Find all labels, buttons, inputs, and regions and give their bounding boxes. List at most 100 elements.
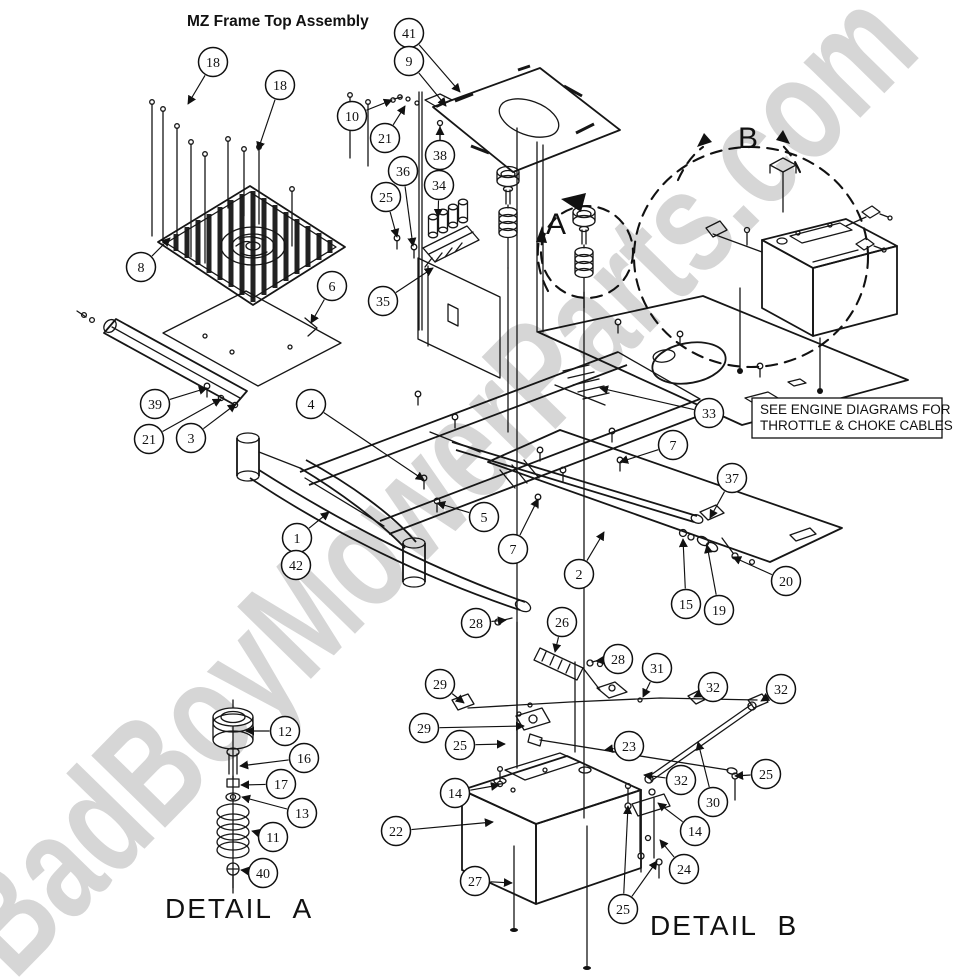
svg-text:30: 30 — [706, 796, 720, 811]
callout-14: 14 — [439, 777, 500, 809]
view-a-circle — [536, 193, 635, 300]
svg-text:21: 21 — [142, 433, 156, 448]
svg-text:14: 14 — [688, 825, 702, 840]
svg-text:32: 32 — [706, 681, 720, 696]
callout-4: 4 — [295, 388, 425, 481]
callout-22: 22 — [380, 815, 494, 847]
callout-39: 39 — [139, 386, 208, 420]
svg-text:25: 25 — [453, 739, 467, 754]
svg-text:25: 25 — [616, 903, 630, 918]
callout-16: 16 — [239, 742, 320, 774]
svg-text:4: 4 — [308, 398, 315, 413]
svg-text:29: 29 — [433, 678, 447, 693]
floor-pan — [162, 290, 342, 387]
callout-13: 13 — [241, 794, 318, 829]
page-title: MZ Frame Top Assembly — [187, 13, 369, 30]
side-panel — [487, 429, 843, 563]
callout-25: 25 — [370, 181, 402, 238]
svg-text:8: 8 — [138, 261, 145, 276]
svg-text:23: 23 — [622, 740, 636, 755]
svg-text:11: 11 — [266, 831, 279, 846]
detail-a-label: DETAIL A — [165, 893, 313, 924]
svg-text:7: 7 — [670, 439, 677, 454]
svg-text:6: 6 — [329, 280, 336, 295]
console-plate — [417, 257, 501, 379]
callout-26: 26 — [546, 606, 578, 653]
svg-text:25: 25 — [759, 768, 773, 783]
svg-text:35: 35 — [376, 295, 390, 310]
svg-text:14: 14 — [448, 787, 462, 802]
callout-15: 15 — [670, 538, 702, 620]
svg-text:42: 42 — [289, 559, 303, 574]
svg-text:24: 24 — [677, 863, 691, 878]
svg-text:41: 41 — [402, 27, 416, 42]
callout-6: 6 — [310, 270, 348, 324]
callout-20: 20 — [732, 556, 802, 597]
callout-28: 28 — [460, 607, 507, 639]
callout-5: 5 — [436, 500, 500, 533]
callout-25: 25 — [734, 758, 782, 790]
svg-text:27: 27 — [468, 875, 482, 890]
callout-32: 32 — [760, 673, 797, 705]
svg-text:10: 10 — [345, 110, 359, 125]
callout-10: 10 — [336, 98, 393, 132]
view-b-circle — [632, 130, 898, 394]
callout-27: 27 — [459, 865, 513, 897]
floor-grate — [157, 185, 346, 306]
svg-text:26: 26 — [555, 616, 569, 631]
svg-text:20: 20 — [779, 575, 793, 590]
callout-3: 3 — [175, 403, 237, 454]
callout-7: 7 — [619, 429, 689, 464]
callout-28: 28 — [595, 643, 634, 675]
callout-21: 21 — [133, 398, 222, 455]
svg-text:36: 36 — [396, 165, 410, 180]
callout-25: 25 — [444, 729, 506, 761]
callout-31: 31 — [641, 652, 673, 698]
svg-text:13: 13 — [295, 807, 309, 822]
svg-text:9: 9 — [406, 55, 413, 70]
svg-text:16: 16 — [297, 752, 311, 767]
callout-18: 18 — [256, 69, 296, 151]
callout-14: 14 — [657, 802, 711, 847]
callout-9: 9 — [393, 45, 447, 107]
svg-text:1: 1 — [294, 532, 301, 547]
callout-8: 8 — [125, 237, 171, 283]
callout-32: 32 — [693, 671, 729, 703]
callout-24: 24 — [659, 839, 700, 885]
callout-25: 25 — [607, 805, 658, 925]
svg-text:5: 5 — [481, 511, 488, 526]
svg-text:28: 28 — [611, 653, 625, 668]
callout-19: 19 — [703, 544, 735, 626]
svg-text:40: 40 — [256, 867, 270, 882]
svg-text:31: 31 — [650, 662, 664, 677]
svg-text:18: 18 — [273, 79, 287, 94]
callout-33: 33 — [599, 385, 725, 429]
svg-text:7: 7 — [510, 543, 517, 558]
callout-11: 11 — [251, 821, 289, 853]
callout-36: 36 — [387, 155, 419, 247]
engine-note-line2: THROTTLE & CHOKE CABLES — [760, 418, 953, 433]
seat-isolator-left — [496, 165, 520, 269]
view-a-label: A — [546, 208, 566, 241]
engine-note-line1: SEE ENGINE DIAGRAMS FOR — [760, 402, 951, 417]
svg-text:29: 29 — [417, 722, 431, 737]
callout-42: 42 — [280, 549, 312, 581]
svg-text:33: 33 — [702, 407, 716, 422]
callout-29: 29 — [424, 668, 465, 704]
svg-text:34: 34 — [432, 179, 446, 194]
callout-7: 7 — [497, 498, 539, 565]
svg-text:18: 18 — [206, 56, 220, 71]
svg-text:15: 15 — [679, 598, 693, 613]
callout-34: 34 — [423, 169, 455, 218]
seat-plate — [390, 64, 621, 173]
svg-text:21: 21 — [378, 132, 392, 147]
isolator-block — [393, 198, 480, 268]
svg-text:38: 38 — [433, 149, 447, 164]
callout-17: 17 — [240, 768, 297, 800]
callout-23: 23 — [604, 730, 645, 762]
svg-text:12: 12 — [278, 725, 292, 740]
rear-lift-tube — [451, 441, 756, 566]
callout-29: 29 — [408, 712, 525, 744]
